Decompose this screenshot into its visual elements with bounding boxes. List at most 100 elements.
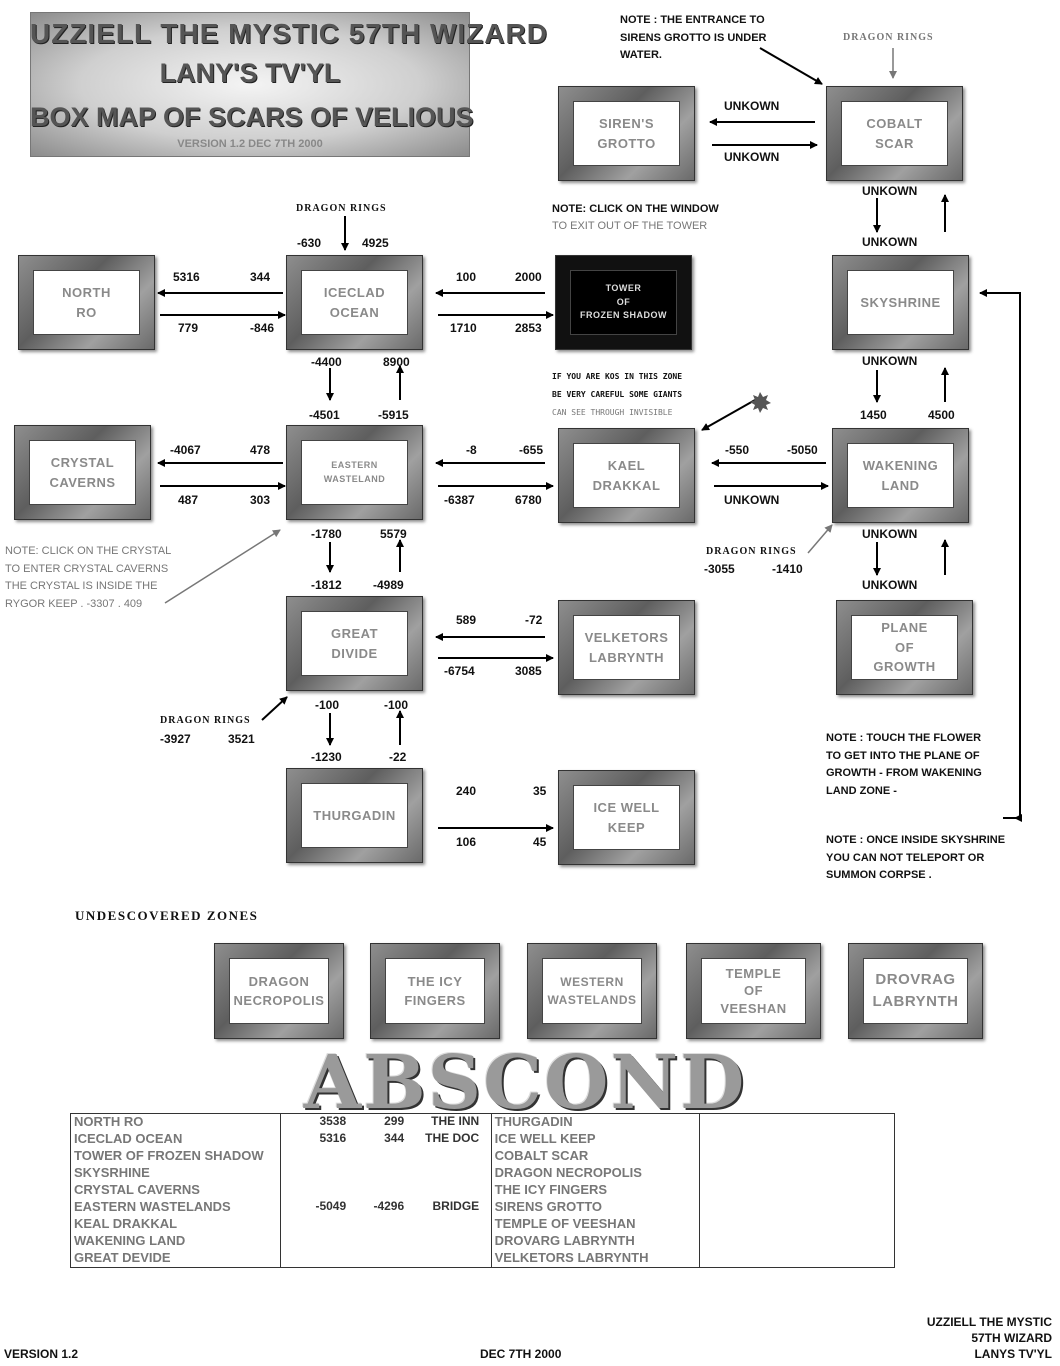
location-cell bbox=[280, 1148, 492, 1165]
empty-cell bbox=[698, 1199, 896, 1216]
coord: 1450 bbox=[860, 408, 887, 422]
footer-date: DEC 7TH 2000 bbox=[480, 1347, 562, 1361]
tag-dragon-rings-wakening: DRAGON RINGS bbox=[706, 546, 797, 557]
zone-name-cell: SKYSRHINE bbox=[69, 1165, 282, 1182]
coord: 100 bbox=[456, 270, 477, 284]
coord: 2853 bbox=[515, 321, 542, 335]
coord: -8 bbox=[466, 443, 477, 457]
coord: -4989 bbox=[373, 578, 404, 592]
empty-cell bbox=[698, 1131, 896, 1148]
zone-eastern-wasteland: EASTERN WASTELAND bbox=[286, 425, 423, 520]
loc-x: -5049 bbox=[315, 1199, 347, 1213]
coord: 45 bbox=[533, 835, 547, 849]
table-row: CRYSTAL CAVERNS THE ICY FINGERS bbox=[69, 1182, 896, 1199]
location-cell bbox=[280, 1216, 492, 1233]
location-cell bbox=[280, 1233, 492, 1250]
zone-sirens-grotto: SIREN'S GROTTO bbox=[558, 86, 695, 181]
empty-cell bbox=[698, 1216, 896, 1233]
loc-y: 344 bbox=[384, 1131, 405, 1145]
footer-signature-rank: 57TH WIZARD bbox=[971, 1331, 1052, 1345]
note-crystal: NOTE: CLICK ON THE CRYSTAL TO ENTER CRYS… bbox=[5, 545, 172, 610]
zone-name-cell: VELKETORS LABRYNTH bbox=[490, 1250, 700, 1268]
note-tower-click-a: NOTE: CLICK ON THE WINDOW bbox=[552, 203, 719, 215]
coord: 2000 bbox=[515, 270, 542, 284]
undiscovered-title: UNDESCOVERED ZONES bbox=[75, 908, 259, 923]
coord: 589 bbox=[456, 613, 477, 627]
loc-y: -4296 bbox=[373, 1199, 405, 1213]
coord: -100 bbox=[315, 698, 340, 712]
coord: 5316 bbox=[173, 270, 200, 284]
zone-name-cell: CRYSTAL CAVERNS bbox=[69, 1182, 282, 1199]
arrow-crystalnote-to-eastern bbox=[164, 529, 281, 604]
zone-label: SKYSHRINE bbox=[860, 294, 941, 310]
coord: -1780 bbox=[311, 527, 342, 541]
loc-x: 5316 bbox=[319, 1131, 347, 1145]
location-cell bbox=[280, 1165, 492, 1182]
zone-temple-of-veeshan: TEMPLE OF VEESHAN bbox=[686, 943, 821, 1039]
zone-name-cell: COBALT SCAR bbox=[490, 1148, 700, 1165]
zone-the-icy-fingers: THE ICY FINGERS bbox=[370, 943, 500, 1039]
tag-dragon-rings-greatdivide: DRAGON RINGS bbox=[160, 715, 251, 726]
coord: 240 bbox=[456, 784, 477, 798]
arrow-note-to-cobalt bbox=[759, 47, 823, 85]
footer-version: VERSION 1.2 bbox=[4, 1347, 79, 1361]
zone-tower-of-frozen-shadow: TOWER OF FROZEN SHADOW bbox=[555, 255, 692, 350]
zone-label: PLANE OF GROWTH bbox=[873, 620, 936, 675]
zone-label: THE ICY FINGERS bbox=[404, 973, 466, 1009]
footer-signature-guild: LANYS TV'YL bbox=[974, 1347, 1052, 1361]
coord: 779 bbox=[178, 321, 199, 335]
zone-name-cell: THE ICY FINGERS bbox=[490, 1182, 700, 1199]
zone-label: ICE WELL KEEP bbox=[593, 800, 660, 835]
table-row: SKYSRHINE DRAGON NECROPOLIS bbox=[69, 1165, 896, 1182]
banner-version: VERSION 1.2 DEC 7TH 2000 bbox=[177, 138, 323, 150]
empty-cell bbox=[698, 1182, 896, 1199]
coord: -4067 bbox=[170, 443, 201, 457]
zone-name-cell: SIRENS GROTTO bbox=[490, 1199, 700, 1216]
note-sirens-entrance: NOTE : THE ENTRANCE TO SIRENS GROTTO IS … bbox=[620, 14, 767, 62]
coord: -6754 bbox=[444, 664, 475, 678]
tag-dragon-rings-iceclad: DRAGON RINGS bbox=[296, 203, 387, 214]
zone-name-cell: WAKENING LAND bbox=[69, 1233, 282, 1250]
zone-wakening-land: WAKENING LAND bbox=[832, 428, 969, 523]
zone-name-cell: NORTH RO bbox=[69, 1113, 282, 1131]
loc-y: 299 bbox=[384, 1114, 405, 1128]
coord: 6780 bbox=[515, 493, 542, 507]
coord: 478 bbox=[250, 443, 271, 457]
note-tower-click-b: TO EXIT OUT OF THE TOWER bbox=[552, 220, 708, 232]
zone-label: DRAGON NECROPOLIS bbox=[233, 973, 325, 1009]
zone-dragon-necropolis: DRAGON NECROPOLIS bbox=[214, 943, 344, 1039]
zone-label: KAEL DRAKKAL bbox=[592, 458, 661, 493]
zone-label: GREAT DIVIDE bbox=[330, 626, 379, 661]
coord: -1230 bbox=[311, 750, 342, 764]
zone-thurgadin: THURGADIN bbox=[286, 768, 423, 863]
coord: -72 bbox=[525, 613, 543, 627]
zone-great-divide: GREAT DIVIDE bbox=[286, 596, 423, 691]
coord: -3927 bbox=[160, 732, 191, 746]
coord: -655 bbox=[519, 443, 544, 457]
zone-label: NORTH RO bbox=[62, 285, 111, 320]
zone-western-wastelands: WESTERN WASTELANDS bbox=[527, 943, 657, 1039]
footer-signature-name: UZZIELL THE MYSTIC bbox=[926, 1315, 1052, 1329]
coord: -4400 bbox=[311, 355, 342, 369]
zone-label: TEMPLE OF VEESHAN bbox=[720, 965, 787, 1016]
coord: -630 bbox=[297, 236, 322, 250]
coord: -1410 bbox=[772, 562, 803, 576]
zone-label: CRYSTAL CAVERNS bbox=[49, 455, 116, 490]
zone-name-cell: TEMPLE OF VEESHAN bbox=[490, 1216, 700, 1233]
zone-name-cell: DRAGON NECROPOLIS bbox=[490, 1165, 700, 1182]
zone-label: EASTERN WASTELAND bbox=[323, 460, 386, 484]
label-unkown: UNKOWN bbox=[862, 578, 918, 592]
coord: -5050 bbox=[787, 443, 818, 457]
zone-plane-of-growth: PLANE OF GROWTH bbox=[836, 600, 973, 695]
coord: 8900 bbox=[383, 355, 410, 369]
coord: -4501 bbox=[309, 408, 340, 422]
arrow-dragonrings-to-greatdivide bbox=[261, 696, 288, 721]
arrow-kosnote-to-kael bbox=[701, 399, 756, 431]
